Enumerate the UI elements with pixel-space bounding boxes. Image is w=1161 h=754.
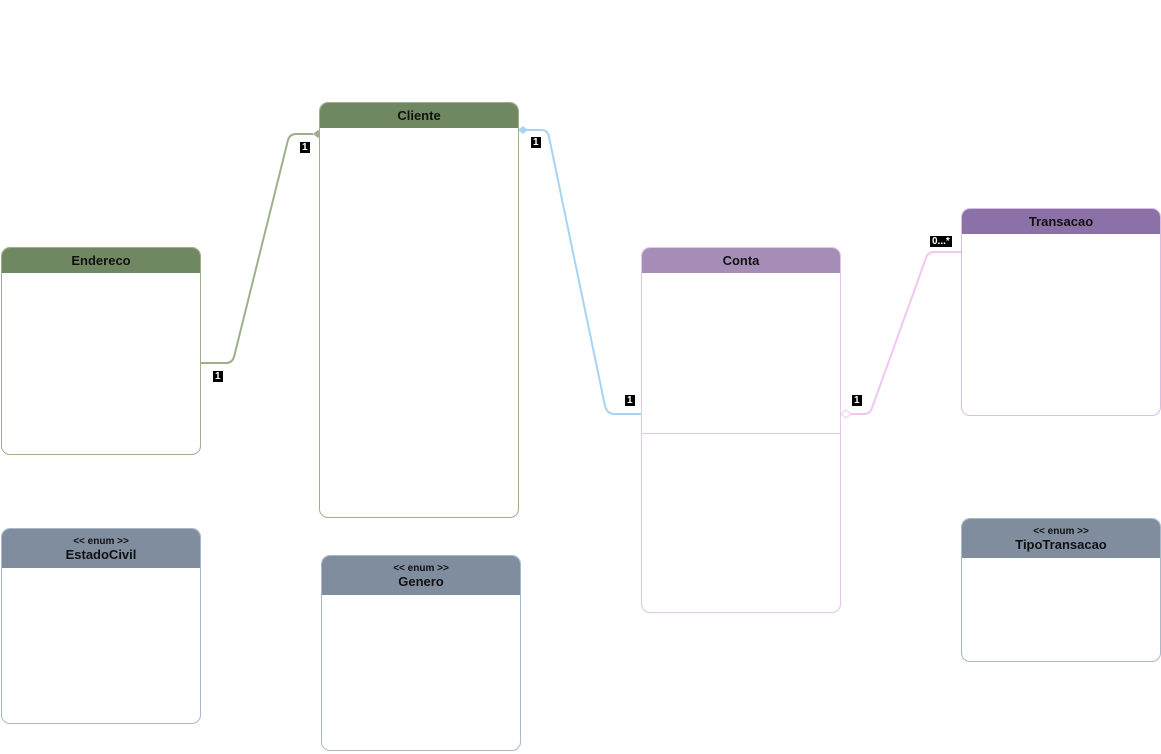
- class-endereco[interactable]: Endereco: [1, 247, 201, 455]
- multiplicity-label: 1: [852, 395, 862, 406]
- composition-diamond-cliente-conta-icon: [518, 126, 528, 134]
- class-header: << enum >> Genero: [322, 556, 520, 595]
- multiplicity-label: 1: [213, 371, 223, 382]
- class-header: << enum >> EstadoCivil: [2, 529, 200, 568]
- class-header: Transacao: [962, 209, 1160, 234]
- multiplicity-label: 0...*: [930, 236, 952, 247]
- compartment-divider: [642, 433, 840, 434]
- class-header: Cliente: [320, 103, 518, 128]
- stereotype-label: << enum >>: [393, 563, 449, 574]
- multiplicity-label: 1: [300, 142, 310, 153]
- aggregation-diamond-conta-icon: [840, 409, 852, 419]
- class-header: Endereco: [2, 248, 200, 273]
- class-cliente[interactable]: Cliente: [319, 102, 519, 518]
- class-header: << enum >> TipoTransacao: [962, 519, 1160, 558]
- enum-genero[interactable]: << enum >> Genero: [321, 555, 521, 751]
- enum-estadocivil[interactable]: << enum >> EstadoCivil: [1, 528, 201, 724]
- class-name: Endereco: [71, 253, 131, 268]
- class-conta[interactable]: Conta: [641, 247, 841, 613]
- class-name: Cliente: [397, 108, 441, 123]
- association-conta-transacao[interactable]: [850, 251, 961, 415]
- class-header: Conta: [642, 248, 840, 273]
- class-name: Conta: [722, 253, 760, 268]
- association-endereco-cliente[interactable]: [201, 133, 313, 364]
- class-name: Genero: [398, 574, 444, 589]
- stereotype-label: << enum >>: [73, 536, 129, 547]
- stereotype-label: << enum >>: [1033, 526, 1089, 537]
- multiplicity-label: 1: [625, 395, 635, 406]
- class-name: EstadoCivil: [65, 547, 137, 562]
- association-cliente-conta[interactable]: [523, 129, 641, 415]
- class-transacao[interactable]: Transacao: [961, 208, 1161, 416]
- class-name: Transacao: [1028, 214, 1094, 229]
- class-name: TipoTransacao: [1015, 537, 1107, 552]
- enum-tipotransacao[interactable]: << enum >> TipoTransacao: [961, 518, 1161, 662]
- multiplicity-label: 1: [531, 137, 541, 148]
